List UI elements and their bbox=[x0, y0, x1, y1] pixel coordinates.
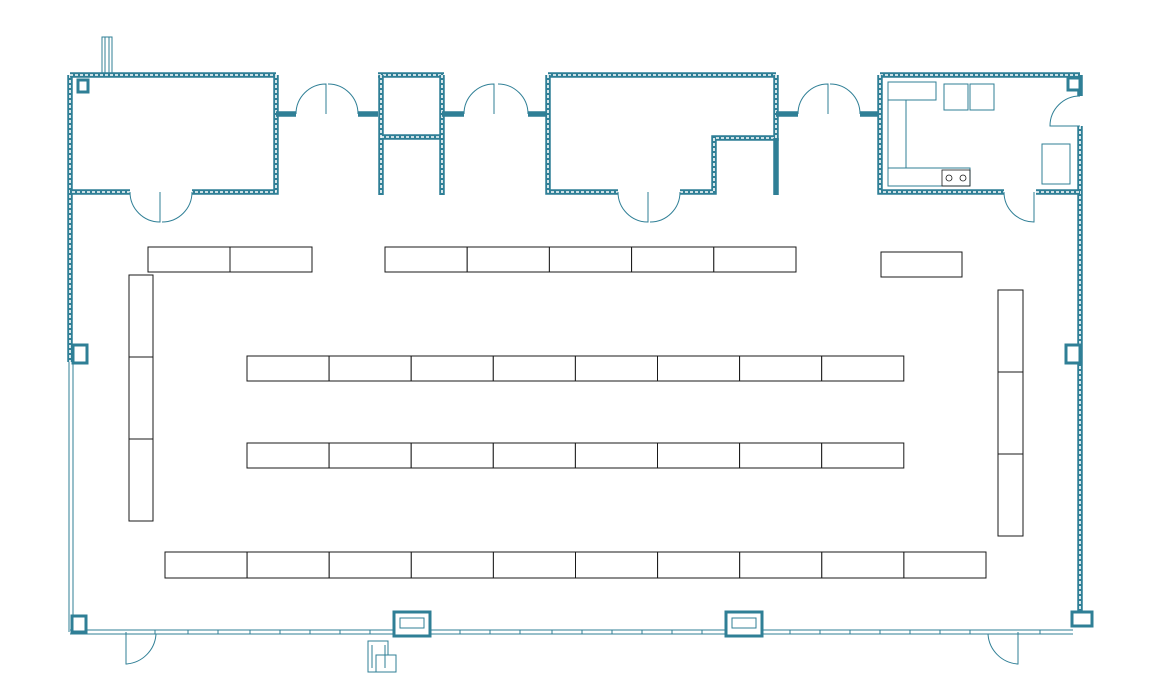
shelf-unit bbox=[574, 355, 659, 382]
shelf-unit bbox=[821, 442, 905, 469]
refrigerator bbox=[1041, 143, 1071, 185]
shelf-unit bbox=[739, 442, 823, 469]
shelving bbox=[128, 246, 1024, 579]
shelf-unit bbox=[246, 355, 330, 382]
shelf-unit bbox=[128, 438, 154, 522]
room-small-closet bbox=[378, 75, 548, 195]
sink bbox=[941, 169, 971, 187]
shelf-unit bbox=[657, 355, 741, 382]
shelf-unit bbox=[410, 355, 494, 382]
shelf-unit bbox=[492, 442, 576, 469]
appliance-1 bbox=[943, 83, 969, 111]
room-northwest bbox=[70, 75, 378, 223]
shelf-unit bbox=[164, 551, 248, 579]
shelf-unit bbox=[246, 442, 330, 469]
shelf-unit bbox=[903, 551, 987, 579]
shelf-unit bbox=[997, 453, 1024, 537]
shelf-unit bbox=[410, 551, 494, 579]
shelf-unit bbox=[575, 551, 659, 579]
shelf-unit bbox=[713, 246, 797, 273]
shelf-unit bbox=[492, 355, 576, 382]
shelf-unit bbox=[466, 246, 550, 273]
external-unit bbox=[367, 640, 397, 673]
shelf-unit bbox=[128, 274, 154, 358]
shelf-unit bbox=[997, 371, 1024, 455]
shelf-unit bbox=[328, 551, 412, 579]
room-north-center bbox=[545, 75, 880, 223]
shelf-unit bbox=[631, 246, 715, 273]
shelf-unit bbox=[657, 442, 741, 469]
shelf-unit bbox=[821, 355, 905, 382]
shelf-unit bbox=[128, 356, 154, 440]
shelf-unit bbox=[246, 551, 330, 579]
columns bbox=[70, 76, 1094, 638]
shelf-unit bbox=[880, 251, 963, 278]
shelf-unit bbox=[410, 442, 494, 469]
shelf-unit bbox=[739, 551, 823, 579]
shelf-unit bbox=[492, 551, 576, 579]
shelf-unit bbox=[328, 442, 412, 469]
shelf-unit bbox=[147, 246, 231, 273]
shelf-unit bbox=[328, 355, 412, 382]
vent-pipe bbox=[101, 36, 113, 74]
room-kitchen bbox=[877, 75, 1081, 223]
shelf-unit bbox=[548, 246, 633, 273]
shelf-unit bbox=[997, 289, 1024, 373]
shelf-unit bbox=[574, 442, 659, 469]
exterior-walls bbox=[67, 72, 1083, 635]
shelf-unit bbox=[821, 551, 905, 579]
entry-doors bbox=[125, 630, 1041, 665]
shelf-unit bbox=[657, 551, 741, 579]
shelf-unit bbox=[229, 246, 313, 273]
shelf-unit bbox=[384, 246, 468, 273]
shelf-unit bbox=[739, 355, 823, 382]
appliance-2 bbox=[969, 83, 995, 111]
